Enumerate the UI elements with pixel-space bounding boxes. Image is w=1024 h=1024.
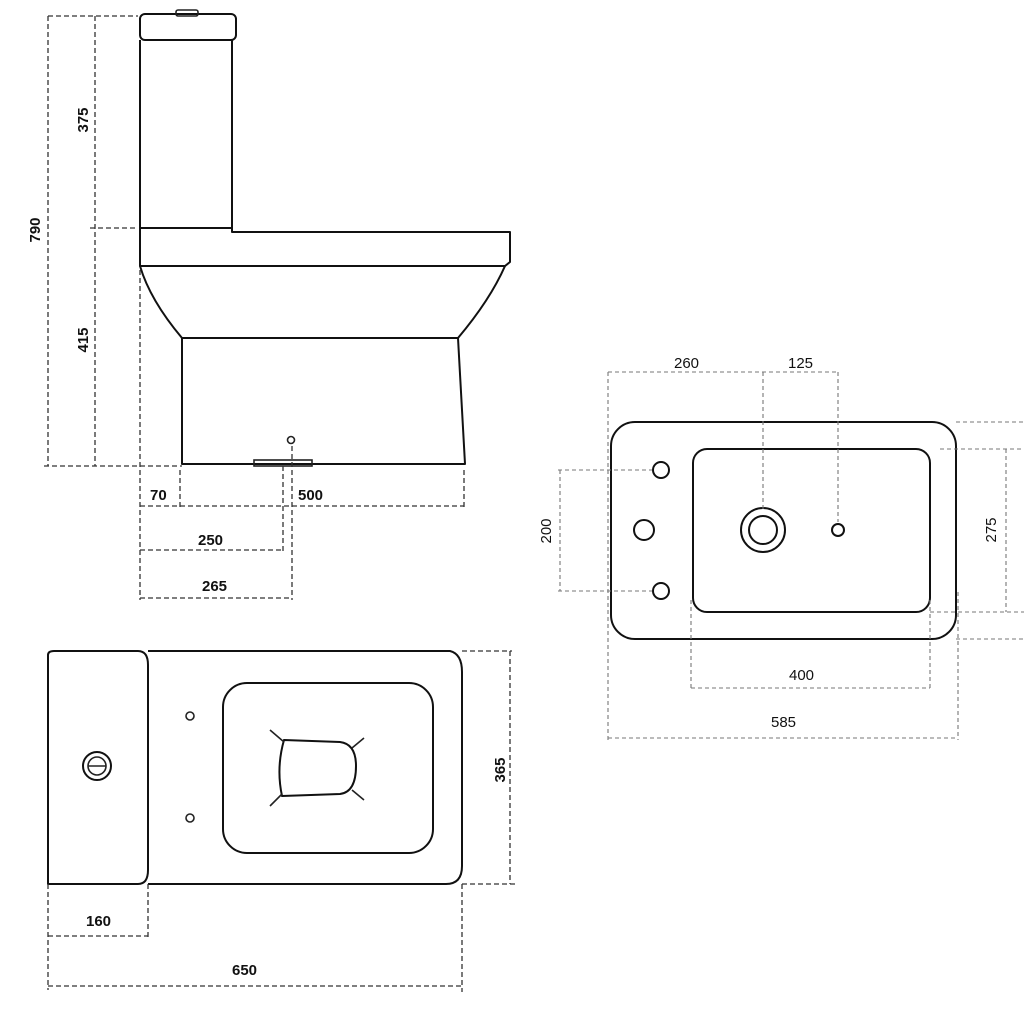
dim-total-height-label: 790 [27, 217, 44, 242]
dim-depth-label: 500 [298, 487, 323, 504]
pan-bowl [139, 265, 506, 339]
fixing-point [286, 435, 296, 445]
cistern-lid [139, 13, 237, 41]
dim-width-label: 365 [492, 757, 509, 782]
cistern-plan [47, 650, 149, 885]
hinge-hole-bottom [185, 813, 195, 823]
pan-top [139, 227, 511, 267]
bowl-rim [222, 682, 434, 854]
dim-inner-width-label: 400 [789, 667, 814, 684]
dim-outlet-to-back-label: 250 [198, 532, 223, 549]
flush-button-icon [82, 751, 112, 781]
dim-total-length-label: 650 [232, 962, 257, 979]
dim-inner-height-label: 275 [983, 517, 1000, 542]
detail-inner-recess [692, 448, 931, 613]
dim-outer-width-label: 585 [771, 714, 796, 731]
pan-pedestal [181, 337, 466, 465]
detail-hole-middle [633, 519, 655, 541]
top-plan-view: 365 160 650 [47, 650, 516, 992]
cistern-body [139, 39, 233, 229]
detail-drain-inner [748, 515, 778, 545]
hinge-hole-top [185, 711, 195, 721]
detail-drain-outer [740, 507, 786, 553]
detail-small-hole [831, 523, 845, 537]
side-elevation-view: 790 375 415 70 500 250 265 [27, 9, 511, 600]
dim-cistern-depth-label: 160 [86, 913, 111, 930]
pan-plan [148, 650, 463, 885]
detail-hole-top [652, 461, 670, 479]
dim-cistern-height-label: 375 [75, 107, 92, 132]
dim-front-offset-label: 70 [150, 487, 167, 504]
bowl-inner [278, 739, 357, 797]
detail-outer-outline [610, 421, 957, 640]
flush-button-side [175, 9, 199, 17]
detail-hole-bottom [652, 582, 670, 600]
dim-pan-height-label: 415 [75, 327, 92, 352]
detail-plan-view: 260 125 200 275 400 585 [538, 355, 1024, 740]
dim-left-span-label: 260 [674, 355, 699, 372]
dim-right-span-label: 125 [788, 355, 813, 372]
dim-outlet-center-label: 265 [202, 578, 227, 595]
dim-hole-spacing-label: 200 [538, 518, 555, 543]
